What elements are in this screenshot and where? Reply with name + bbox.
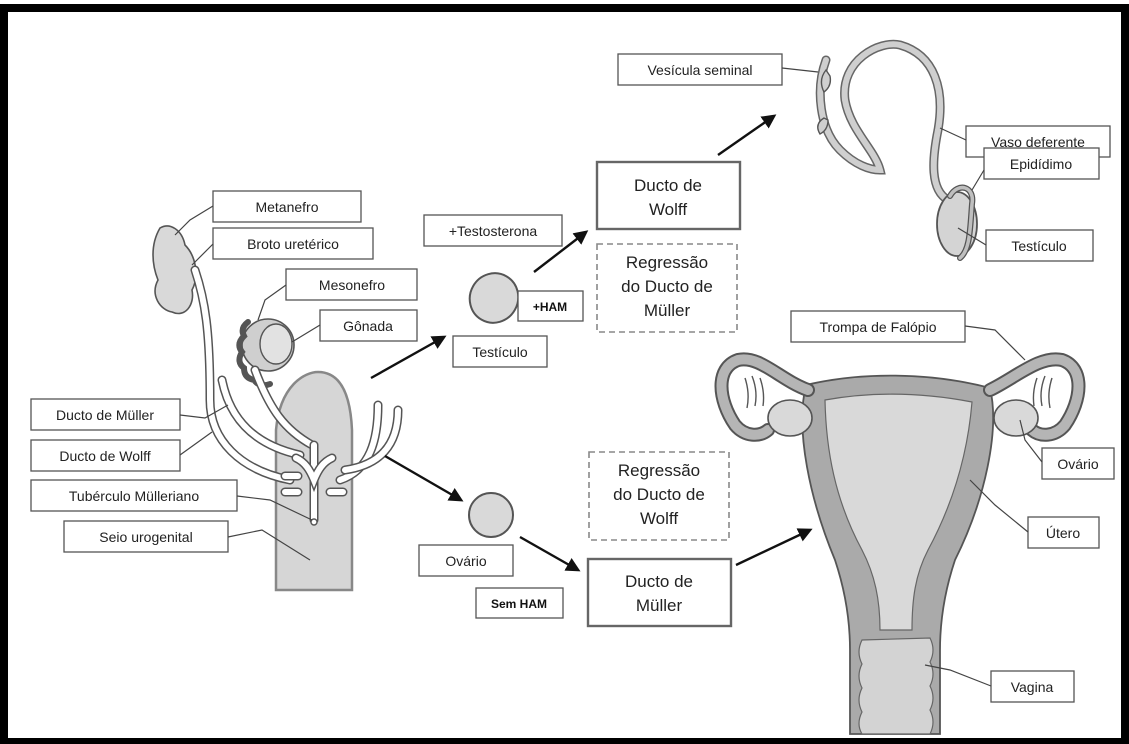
- label-seio-urogenital: Seio urogenital: [99, 529, 192, 545]
- label-ducto-muller: Ducto de Müller: [56, 407, 154, 423]
- female-reproductive-organs: Trompa de Falópio Ovário Útero Vagina: [722, 311, 1115, 734]
- label-sem-ham: Sem HAM: [491, 597, 547, 611]
- label-tuberculo-mulleriano: Tubérculo Mülleriano: [69, 488, 199, 504]
- ovary-mid-organ: [469, 493, 513, 537]
- arrow-to-female-organs: [736, 530, 810, 565]
- label-epididimo: Epidídimo: [1010, 156, 1072, 172]
- ducto-muller-box-line2: Müller: [636, 596, 683, 615]
- label-gonada: Gônada: [343, 318, 393, 334]
- ovary-left-organ: [768, 400, 812, 436]
- label-vesicula-seminal: Vesícula seminal: [647, 62, 752, 78]
- male-pathway: +Testosterona +HAM Testículo Ducto de Wo…: [371, 116, 774, 378]
- regressao-muller-line1: Regressão: [626, 253, 708, 272]
- regressao-muller-line2: do Ducto de: [621, 277, 713, 296]
- arrow-to-ovary: [385, 456, 461, 500]
- female-pathway: Ovário Sem HAM Regressão do Ducto de Wol…: [385, 452, 810, 626]
- label-utero: Útero: [1046, 525, 1080, 541]
- testis-mid-organ: [461, 264, 528, 331]
- label-trompa-falopio: Trompa de Falópio: [820, 319, 937, 335]
- label-ducto-wolff: Ducto de Wolff: [59, 448, 150, 464]
- regressao-wolff-line3: Wolff: [640, 509, 678, 528]
- label-ham: +HAM: [533, 300, 567, 314]
- ducto-wolff-box-line1: Ducto de: [634, 176, 702, 195]
- regressao-wolff-line2: do Ducto de: [613, 485, 705, 504]
- arrow-to-male-organs: [718, 116, 774, 155]
- label-testiculo-right: Testículo: [1011, 238, 1066, 254]
- label-ovario-mid: Ovário: [445, 553, 486, 569]
- metanephros-organ: [153, 226, 196, 313]
- vagina-organ: [859, 638, 933, 734]
- ovary-right-organ: [994, 400, 1038, 436]
- arrow-to-testis: [371, 337, 444, 378]
- left-labels: Metanefro Broto uretérico Mesonefro Gôna…: [31, 191, 417, 560]
- label-ovario-right: Ovário: [1057, 456, 1098, 472]
- label-testosterona: +Testosterona: [449, 223, 538, 239]
- arrow-to-ducto-muller: [520, 537, 578, 570]
- regressao-wolff-line1: Regressão: [618, 461, 700, 480]
- label-testiculo-mid: Testículo: [472, 344, 527, 360]
- ducto-wolff-box-line2: Wolff: [649, 200, 687, 219]
- label-metanefro: Metanefro: [255, 199, 318, 215]
- gonad-organ: [260, 324, 292, 364]
- label-vagina: Vagina: [1011, 679, 1054, 695]
- label-broto-ureterico: Broto uretérico: [247, 236, 339, 252]
- ducto-muller-box-line1: Ducto de: [625, 572, 693, 591]
- outer-frame: [4, 8, 1125, 742]
- label-mesonefro: Mesonefro: [319, 277, 385, 293]
- regressao-muller-line3: Müller: [644, 301, 691, 320]
